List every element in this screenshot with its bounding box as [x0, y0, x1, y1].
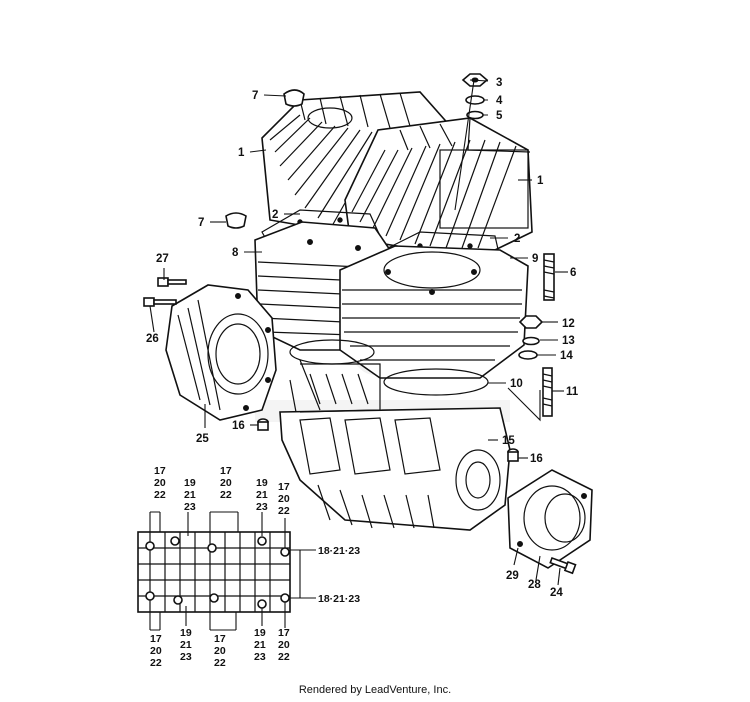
callout-10: 10 [510, 378, 523, 390]
callout-16-left: 16 [232, 420, 245, 432]
stack-bot-3-17: 17 [214, 633, 226, 645]
stack-top-2-19: 19 [184, 477, 196, 489]
stack-bot-2-21: 21 [180, 639, 192, 651]
callout-7-lower: 7 [198, 217, 204, 229]
stack-top-2-21: 21 [184, 489, 196, 501]
callout-14: 14 [560, 350, 573, 362]
callout-15: 15 [502, 435, 515, 447]
stud-lower [542, 367, 553, 417]
callout-24: 24 [550, 587, 563, 599]
stack-top-1-22: 22 [154, 489, 166, 501]
bolt-26 [143, 297, 177, 307]
leader-lines [149, 79, 568, 631]
callout-1-left: 1 [238, 147, 245, 159]
crankcase-bottom-view [137, 531, 291, 613]
stack-top-4-19: 19 [256, 477, 268, 489]
callout-13: 13 [562, 335, 575, 347]
stud-upper [543, 253, 555, 301]
bolt-27 [157, 277, 187, 287]
stack-top-5-22: 22 [278, 505, 290, 517]
callout-11: 11 [566, 386, 579, 398]
callout-16-right: 16 [530, 453, 543, 465]
stack-top-3-20: 20 [220, 477, 232, 489]
stack-top-1-20: 20 [154, 477, 166, 489]
stack-bot-2-23: 23 [180, 651, 192, 663]
callout-25: 25 [196, 433, 209, 445]
stack-bot-3-22: 22 [214, 657, 226, 669]
stack-top-5-20: 20 [278, 493, 290, 505]
stack-top-4-23: 23 [256, 501, 268, 513]
callout-4: 4 [496, 95, 503, 107]
callout-5: 5 [496, 110, 503, 122]
stack-top-1-17: 17 [154, 465, 166, 477]
callout-12: 12 [562, 318, 575, 330]
stack-bot-5-17: 17 [278, 627, 290, 639]
stack-bot-4-23: 23 [254, 651, 266, 663]
stack-top-4-21: 21 [256, 489, 268, 501]
stack-bot-1-20: 20 [150, 645, 162, 657]
inline-label-lower: 18·21·23 [318, 593, 360, 605]
dowel-left [257, 418, 269, 431]
stack-bot-1-22: 22 [150, 657, 162, 669]
stack-bot-5-20: 20 [278, 639, 290, 651]
callout-2-left: 2 [272, 209, 278, 221]
stack-bot-1-17: 17 [150, 633, 162, 645]
stack-bot-3-20: 20 [214, 645, 226, 657]
callout-29: 29 [506, 570, 519, 582]
stack-top-2-23: 23 [184, 501, 196, 513]
callout-7-upper: 7 [252, 90, 258, 102]
callout-labels: 7 1 3 4 5 1 2 7 8 2 9 6 27 26 12 13 14 1… [146, 77, 579, 599]
stack-top-5-17: 17 [278, 481, 290, 493]
side-housing [165, 284, 277, 421]
dowel-right [507, 448, 519, 462]
stack-bot-4-19: 19 [254, 627, 266, 639]
callout-26: 26 [146, 333, 159, 345]
bolt-24 [549, 556, 577, 575]
crankcase [279, 359, 511, 531]
plug-cap-upper [283, 89, 305, 107]
plug-cap-lower [225, 212, 247, 229]
inline-label-upper: 18·21·23 [318, 545, 360, 557]
base-gasket-right [383, 368, 489, 396]
callout-27: 27 [156, 253, 169, 265]
callout-8: 8 [232, 247, 239, 259]
stack-top-3-22: 22 [220, 489, 232, 501]
bearing-housing [507, 469, 593, 569]
callout-2-right: 2 [514, 233, 520, 245]
stacked-labels: 17 20 22 19 21 23 17 20 22 19 21 23 17 2… [150, 465, 360, 669]
cylinder-right [339, 245, 529, 379]
stack-top-3-17: 17 [220, 465, 232, 477]
callout-1-right: 1 [537, 175, 544, 187]
callout-9: 9 [532, 253, 538, 265]
callout-3: 3 [496, 77, 502, 89]
stack-bot-4-21: 21 [254, 639, 266, 651]
callout-6: 6 [570, 267, 576, 279]
stack-bot-5-22: 22 [278, 651, 290, 663]
stack-bot-2-19: 19 [180, 627, 192, 639]
callout-28: 28 [528, 579, 541, 591]
render-credit: Rendered by LeadVenture, Inc. [298, 684, 452, 696]
